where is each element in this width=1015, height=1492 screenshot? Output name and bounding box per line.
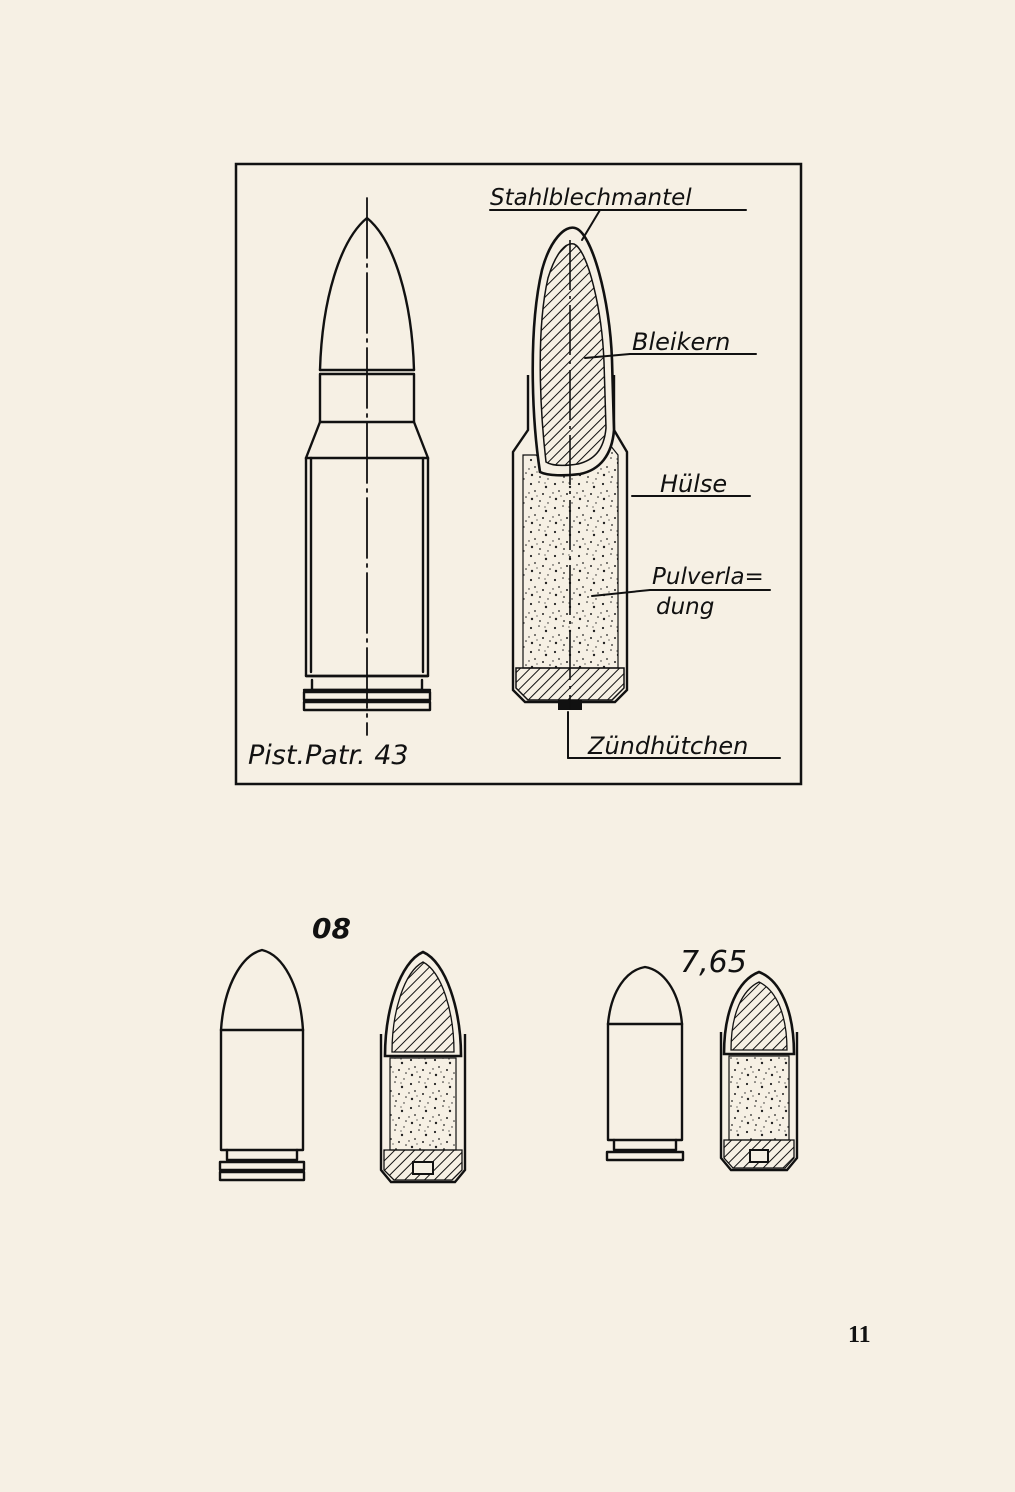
- figure-frame: [234, 162, 803, 786]
- label-08: 08: [312, 912, 351, 945]
- label-huelse: Hülse: [660, 470, 727, 498]
- label-765: 7,65: [680, 945, 747, 980]
- cartridge-exterior-large: [302, 197, 432, 736]
- cartridge-765-exterior: [605, 965, 685, 1162]
- page-number: 11: [848, 1322, 871, 1348]
- label-pulverladung-2: dung: [656, 594, 714, 620]
- label-pulverladung-1: Pulverla=: [652, 564, 764, 590]
- cartridge-08-exterior: [218, 948, 306, 1182]
- label-zuendhuetchen: Zündhütchen: [587, 732, 748, 760]
- label-stahlblechmantel: Stahlblechmantel: [490, 185, 692, 211]
- lead-core: [539, 243, 607, 467]
- figure-caption: Pist.Patr. 43: [248, 740, 409, 771]
- label-bleikern: Bleikern: [632, 328, 730, 356]
- cartridge-section-large: [511, 226, 629, 710]
- cartridge-765-section: [719, 970, 799, 1172]
- cartridge-08-section: [379, 950, 467, 1184]
